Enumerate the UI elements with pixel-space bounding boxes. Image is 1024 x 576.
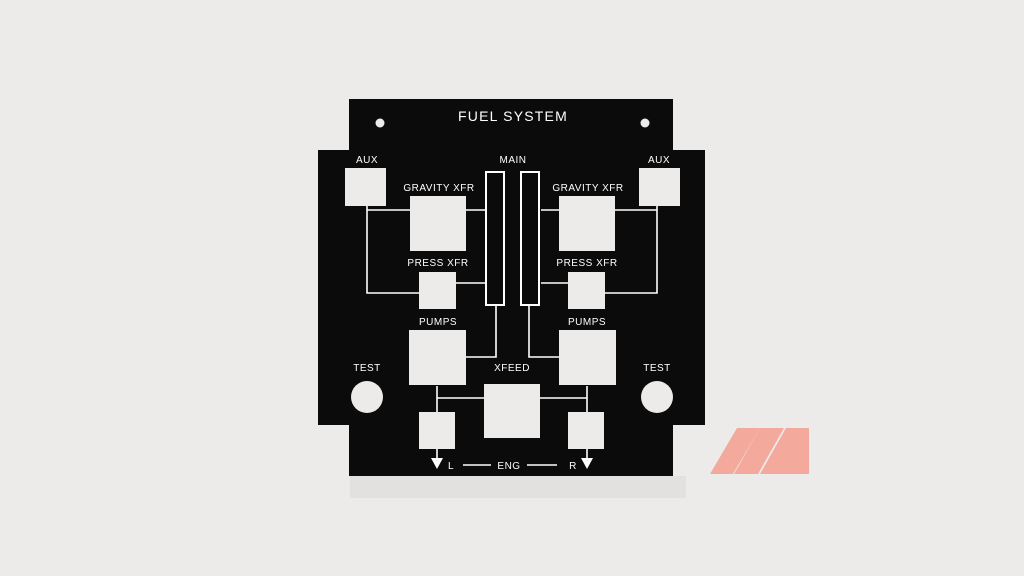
label-test-left: TEST — [353, 363, 381, 374]
panel-title: FUEL SYSTEM — [458, 108, 568, 124]
flow-lines — [366, 201, 658, 466]
test-left-button[interactable] — [351, 381, 383, 413]
aux-left-switch[interactable] — [345, 168, 386, 206]
gravity-xfr-right-switch[interactable] — [559, 196, 615, 251]
pumps-right-switch[interactable] — [559, 330, 616, 385]
label-press-xfr-right: PRESS XFR — [556, 258, 617, 269]
engine-right-switch[interactable] — [568, 412, 604, 449]
label-aux-right: AUX — [648, 155, 670, 166]
engine-right-arrow-icon — [581, 458, 593, 469]
main-tank-right-gauge — [520, 171, 540, 306]
main-tank-left-gauge — [485, 171, 505, 306]
engine-left-arrow-icon — [431, 458, 443, 469]
label-pumps-right: PUMPS — [568, 317, 606, 328]
xfeed-switch[interactable] — [484, 384, 540, 438]
label-gravity-xfr-right: GRAVITY XFR — [552, 183, 623, 194]
label-engine-right: R — [569, 461, 577, 472]
panel-reflection — [350, 476, 686, 498]
test-right-button[interactable] — [641, 381, 673, 413]
label-pumps-left: PUMPS — [419, 317, 457, 328]
mounting-hole-top-right — [640, 118, 650, 128]
gravity-xfr-left-switch[interactable] — [410, 196, 466, 251]
label-xfeed: XFEED — [494, 363, 530, 374]
brand-logo-mark-icon — [710, 428, 809, 474]
mounting-hole-top-left — [375, 118, 385, 128]
label-gravity-xfr-left: GRAVITY XFR — [403, 183, 474, 194]
pumps-left-switch[interactable] — [409, 330, 466, 385]
label-press-xfr-left: PRESS XFR — [407, 258, 468, 269]
label-engine-left: L — [448, 461, 454, 472]
aux-right-switch[interactable] — [639, 168, 680, 206]
label-engine: ENG — [497, 461, 520, 472]
press-xfr-left-switch[interactable] — [419, 272, 456, 309]
engine-left-switch[interactable] — [419, 412, 455, 449]
press-xfr-right-switch[interactable] — [568, 272, 605, 309]
label-aux-left: AUX — [356, 155, 378, 166]
label-test-right: TEST — [643, 363, 671, 374]
label-main: MAIN — [500, 155, 527, 166]
